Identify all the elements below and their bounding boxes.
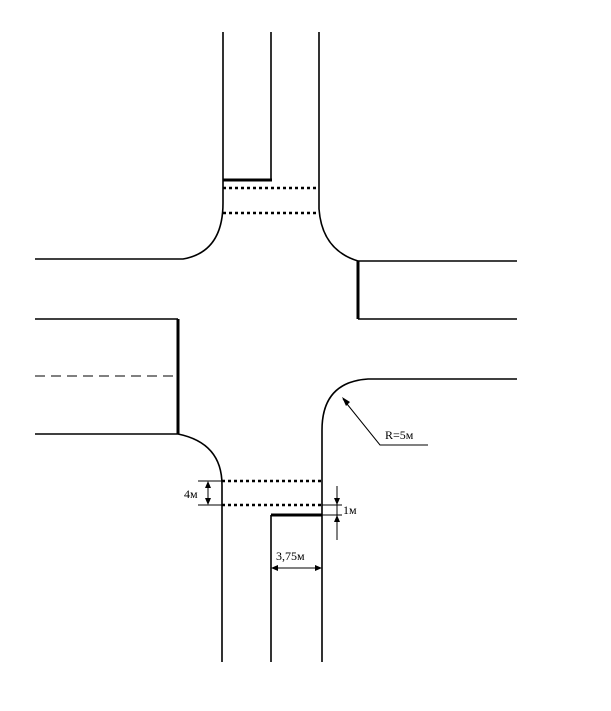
stop-line-gap-dimension: 1м [322, 486, 357, 540]
east-road [321, 260, 517, 662]
gap-arrow-up [334, 515, 340, 522]
radius-arrowhead [342, 397, 350, 406]
west-road-bottom-edge [35, 433, 223, 662]
radius-annotation: R=5м [342, 397, 428, 446]
crosswalk-width-arrow-bottom [205, 498, 211, 505]
radius-label: R=5м [385, 428, 414, 442]
lane-width-dimension: 3,75м [271, 549, 322, 571]
lane-width-arrow-right [315, 565, 322, 571]
radius-leader-line [342, 398, 428, 446]
north-road-right-edge [318, 32, 359, 262]
gap-arrow-down [334, 498, 340, 505]
crosswalk-width-arrow-top [205, 481, 211, 488]
east-road-bottom-edge [321, 378, 517, 662]
lane-width-arrow-left [271, 565, 278, 571]
crosswalk-width-dimension: 4м [184, 480, 222, 506]
north-road [35, 32, 359, 262]
south-road [222, 479, 322, 662]
north-road-left-edge [35, 32, 224, 260]
west-road [35, 318, 223, 662]
lane-width-label: 3,75м [276, 549, 305, 563]
crosswalk-width-label: 4м [184, 487, 198, 501]
gap-label: 1м [343, 503, 357, 517]
